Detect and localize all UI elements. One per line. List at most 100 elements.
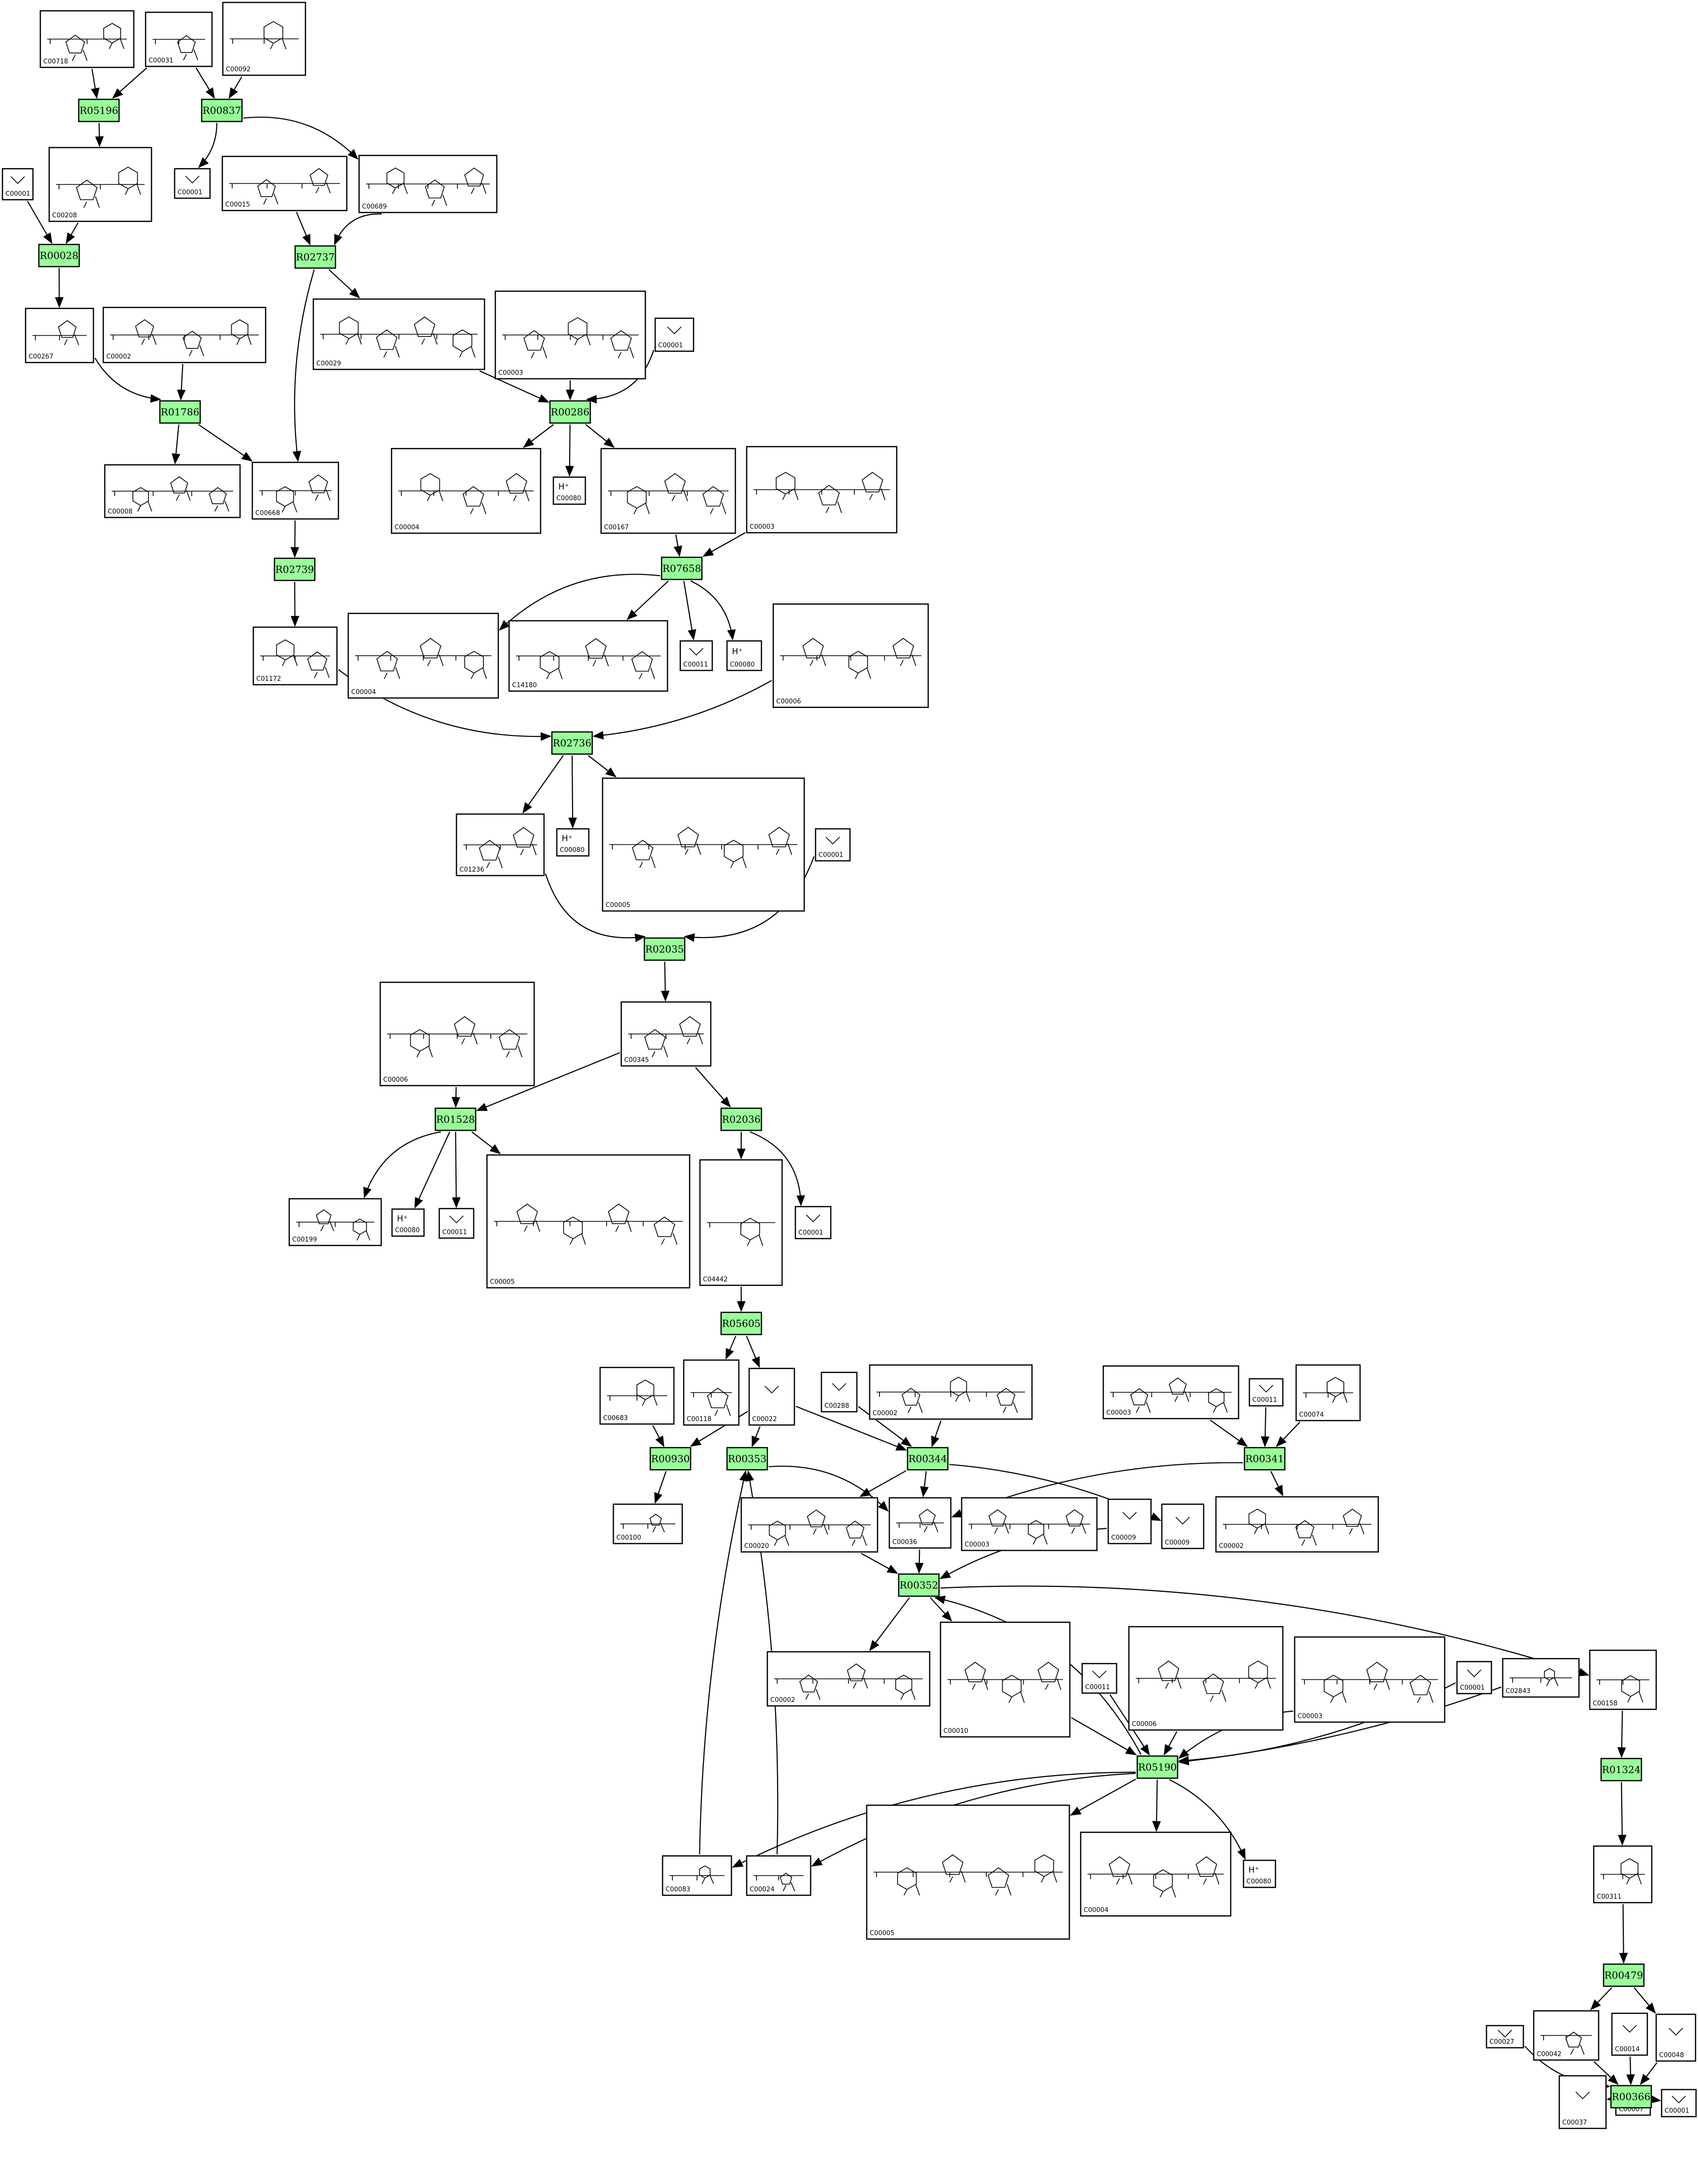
reaction-R00930[interactable]: R00930 [649,1447,692,1471]
compound-C00003[interactable]: C00003 [746,446,898,534]
reaction-R02736[interactable]: R02736 [551,731,593,755]
compound-C00001[interactable]: C00001 [815,828,851,862]
edge-R07658-C00004b [499,574,661,631]
reaction-R00286[interactable]: R00286 [549,400,591,424]
compound-C00002[interactable]: C00002 [869,1364,1033,1420]
compound-C00003[interactable]: C00003 [1102,1365,1240,1420]
compound-C00080[interactable]: H⁺C00080 [556,828,590,857]
compound-C00683[interactable]: C00683 [599,1366,675,1425]
compound-C00288[interactable]: C00288 [820,1371,858,1413]
compound-C00042[interactable]: C00042 [1533,2010,1600,2061]
compound-C00718[interactable]: C00718 [39,10,135,68]
compound-C00006[interactable]: C00006 [772,603,929,708]
compound-C00003[interactable]: C00003 [961,1497,1098,1551]
reaction-R02036[interactable]: R02036 [720,1107,762,1131]
compound-C00267[interactable]: C00267 [25,307,94,364]
reaction-R00341[interactable]: R00341 [1243,1447,1286,1471]
compound-C00001[interactable]: C00001 [1661,2089,1697,2118]
compound-C00004[interactable]: C00004 [1080,1831,1232,1917]
reaction-R07658[interactable]: R07658 [661,556,703,580]
compound-C00001[interactable]: C00001 [794,1206,832,1240]
compound-C00003[interactable]: C00003 [494,290,646,380]
compound-C00208[interactable]: C00208 [48,147,152,222]
compound-C00009[interactable]: C00009 [1161,1503,1205,1549]
reaction-box [661,556,703,580]
compound-C00005[interactable]: C00005 [602,777,805,912]
compound-C00024[interactable]: C00024 [746,1855,812,1896]
compound-C00083[interactable]: C00083 [662,1855,732,1896]
compound-C00004[interactable]: C00004 [391,448,542,534]
compound-C00011[interactable]: C00011 [1248,1378,1284,1407]
compound-C00003[interactable]: C00003 [1294,1636,1446,1723]
compound-C00080[interactable]: H⁺C00080 [552,476,586,505]
compound-C00008[interactable]: C00008 [104,464,241,518]
compound-C00004[interactable]: C00004 [347,612,499,699]
compound-C00015[interactable]: C00015 [221,155,348,212]
reaction-R01786[interactable]: R01786 [159,400,201,424]
compound-C00080[interactable]: H⁺C00080 [391,1208,425,1237]
compound-C00011[interactable]: C00011 [438,1208,475,1239]
reaction-R02035[interactable]: R02035 [643,937,686,961]
ion-label: H⁺ [558,482,569,492]
compound-C00005[interactable]: C00005 [866,1804,1070,1940]
reaction-R02737[interactable]: R02737 [294,245,336,269]
compound-C00001[interactable]: C00001 [1,168,34,201]
compound-C00031[interactable]: C00031 [145,11,213,67]
compound-C00158[interactable]: C00158 [1589,1649,1657,1710]
compound-C00005[interactable]: C00005 [486,1154,691,1289]
compound-C00074[interactable]: C00074 [1295,1364,1361,1422]
compound-C00011[interactable]: C00011 [679,640,713,671]
compound-C00001[interactable]: C00001 [654,317,695,352]
reaction-R05196[interactable]: R05196 [78,98,120,122]
compound-C00080[interactable]: H⁺C00080 [726,640,762,671]
compound-C00199[interactable]: C00199 [288,1198,382,1246]
compound-C00002[interactable]: C00002 [102,306,267,364]
compound-C00029[interactable]: C00029 [312,298,485,370]
reaction-R01528[interactable]: R01528 [434,1107,477,1131]
compound-C00006[interactable]: C00006 [1128,1626,1284,1731]
compound-C00001[interactable]: C00001 [1456,1661,1492,1695]
compound-C04442[interactable]: C04442 [699,1159,783,1286]
reaction-R05605[interactable]: R05605 [720,1311,762,1335]
compound-C00118[interactable]: C00118 [683,1359,740,1426]
compound-C00689[interactable]: C00689 [358,154,498,213]
reaction-R00353[interactable]: R00353 [726,1447,768,1471]
compound-C14180[interactable]: C14180 [508,620,668,692]
compound-C00668[interactable]: C00668 [251,461,339,520]
compound-C00048[interactable]: C00048 [1655,2013,1697,2062]
reaction-R05190[interactable]: R05190 [1136,1755,1179,1779]
compound-C00009[interactable]: C00009 [1107,1498,1152,1545]
compound-C01172[interactable]: C01172 [252,626,338,686]
reaction-R00344[interactable]: R00344 [907,1447,949,1471]
compound-C00100[interactable]: C00100 [612,1503,683,1545]
compound-C00092[interactable]: C00092 [222,1,306,76]
compound-C00311[interactable]: C00311 [1593,1845,1653,1904]
compound-C00002[interactable]: C00002 [766,1651,931,1707]
compound-C00027[interactable]: C00027 [1486,2025,1524,2049]
compound-C00036[interactable]: C00036 [888,1497,952,1549]
compound-C02843[interactable]: C02843 [1502,1658,1580,1698]
structure-drawing [387,1016,527,1058]
reaction-R02739[interactable]: R02739 [273,557,316,581]
compound-C00037[interactable]: C00037 [1558,2075,1607,2129]
reaction-R00028[interactable]: R00028 [38,243,80,268]
compound-C00022[interactable]: C00022 [748,1367,795,1426]
compound-C00010[interactable]: C00010 [940,1621,1071,1738]
compound-C01236[interactable]: C01236 [455,813,545,877]
structure-drawing [691,1388,732,1416]
compound-C00006[interactable]: C00006 [379,981,535,1087]
compound-C00080[interactable]: H⁺C00080 [1243,1859,1276,1888]
reaction-R00352[interactable]: R00352 [898,1573,940,1597]
compound-C00167[interactable]: C00167 [600,448,736,534]
compound-C00345[interactable]: C00345 [620,1001,712,1067]
reaction-R00366[interactable]: R00366 [1610,2085,1652,2109]
reaction-R00479[interactable]: R00479 [1603,1963,1645,1987]
reaction-R01324[interactable]: R01324 [1600,1758,1642,1782]
compound-C00011[interactable]: C00011 [1081,1663,1118,1694]
compound-C00001[interactable]: C00001 [174,168,211,199]
compound-C00002[interactable]: C00002 [1215,1496,1379,1553]
reaction-id-label: R05196 [80,105,119,117]
reaction-R00837[interactable]: R00837 [201,98,243,122]
compound-C00014[interactable]: C00014 [1611,2012,1648,2056]
compound-C00020[interactable]: C00020 [740,1497,879,1553]
